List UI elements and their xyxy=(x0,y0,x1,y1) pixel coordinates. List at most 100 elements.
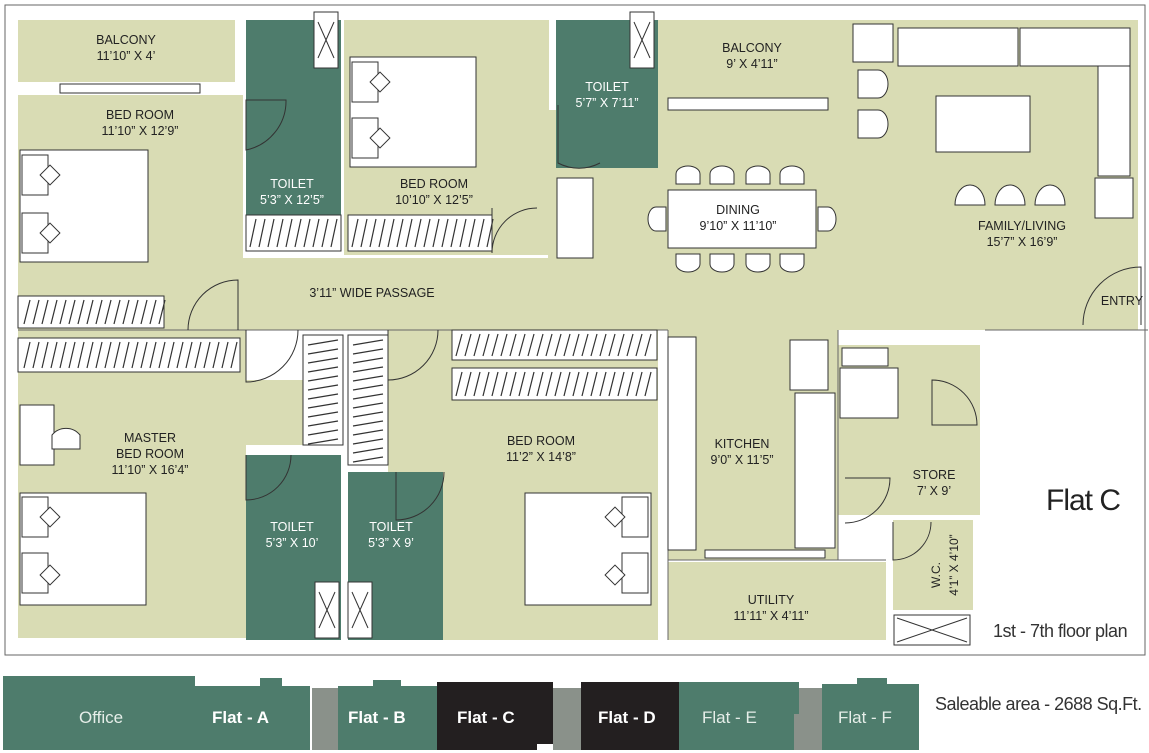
master-name1: MASTER xyxy=(124,431,176,445)
hanger-stroke xyxy=(131,299,139,325)
hanger-stroke xyxy=(68,341,76,369)
hanger-stroke xyxy=(352,393,384,400)
hanger-stroke xyxy=(307,393,339,400)
utility-size: 11’11” X 4’11” xyxy=(733,609,808,623)
hanger-stroke xyxy=(405,218,413,248)
hanger-stroke xyxy=(352,402,384,409)
dining-chair xyxy=(709,253,735,273)
hanger-stroke xyxy=(626,333,634,357)
dining-name: DINING xyxy=(716,203,760,217)
hanger-stroke xyxy=(545,333,553,357)
dining-chair xyxy=(745,165,771,185)
hanger-stroke xyxy=(482,333,490,357)
hanger-stroke xyxy=(23,299,31,325)
hanger-stroke xyxy=(122,299,130,325)
hanger-stroke xyxy=(86,341,94,369)
hanger-stroke xyxy=(95,341,103,369)
hanger-stroke xyxy=(352,366,384,373)
master-name2: BED ROOM xyxy=(116,447,184,461)
hanger-stroke xyxy=(158,341,166,369)
dining-chair xyxy=(779,253,805,273)
hanger-stroke xyxy=(572,371,580,397)
hanger-stroke xyxy=(423,218,431,248)
hanger-stroke xyxy=(307,375,339,382)
hanger-stroke xyxy=(77,341,85,369)
key-label-flat-b: Flat - B xyxy=(348,708,406,727)
store-size: 7’ X 9’ xyxy=(917,484,951,498)
hanger-stroke xyxy=(635,333,643,357)
hanger-stroke xyxy=(352,357,384,364)
balcony1-size: 11’10” X 4’ xyxy=(97,49,156,63)
hanger-stroke xyxy=(352,420,384,427)
hanger-stroke xyxy=(312,218,320,248)
hanger-stroke xyxy=(86,299,94,325)
hanger-stroke xyxy=(482,371,490,397)
hanger-stroke xyxy=(41,299,49,325)
toilet2-name: TOILET xyxy=(585,80,629,94)
hanger-stroke xyxy=(536,371,544,397)
utility-name: UTILITY xyxy=(748,593,795,607)
toilets xyxy=(246,20,658,640)
kitchen-size: 9’0” X 11’5” xyxy=(711,453,774,467)
hanger-stroke xyxy=(441,218,449,248)
toilet4-name: TOILET xyxy=(369,520,413,534)
hanger-stroke xyxy=(59,299,67,325)
hanger-stroke xyxy=(563,371,571,397)
hanger-stroke xyxy=(68,299,76,325)
hanger-stroke xyxy=(285,218,293,248)
hanger-stroke xyxy=(468,218,476,248)
saleable-area: Saleable area - 2688 Sq.Ft. xyxy=(935,694,1142,714)
wardrobes xyxy=(17,214,658,466)
entry-label: ENTRY xyxy=(1101,294,1144,308)
dining-table xyxy=(667,189,817,249)
dining-chair xyxy=(817,206,837,232)
toilet3-size: 5’3” X 10’ xyxy=(266,536,319,550)
hanger-stroke xyxy=(131,341,139,369)
hanger-stroke xyxy=(459,218,467,248)
hanger-stroke xyxy=(230,341,238,369)
key-flat-a xyxy=(195,678,310,750)
hanger-stroke xyxy=(509,371,517,397)
hanger-stroke xyxy=(194,341,202,369)
hanger-stroke xyxy=(249,218,257,248)
hanger-stroke xyxy=(473,333,481,357)
hanger-stroke xyxy=(581,371,589,397)
hanger-stroke xyxy=(149,299,157,325)
toilet2-size: 5’7” X 7’11” xyxy=(576,96,639,110)
hanger-stroke xyxy=(352,429,384,436)
key-flat-f xyxy=(822,678,919,750)
hanger-stroke xyxy=(221,341,229,369)
key-flat-b xyxy=(338,680,437,750)
hanger-stroke xyxy=(267,218,275,248)
dining-chair xyxy=(745,253,771,273)
floor-note: 1st - 7th floor plan xyxy=(993,621,1128,641)
hanger-stroke xyxy=(644,371,652,397)
hanger-stroke xyxy=(599,333,607,357)
hanger-stroke xyxy=(608,371,616,397)
hanger-stroke xyxy=(369,218,377,248)
bed2-name: BED ROOM xyxy=(400,177,468,191)
room-labels: BALCONY 11’10” X 4’ BED ROOM 11’10” X 12… xyxy=(96,33,1144,623)
hanger-stroke xyxy=(644,333,652,357)
store-name: STORE xyxy=(913,468,956,482)
passage-label: 3’11” WIDE PASSAGE xyxy=(309,286,434,300)
hanger-stroke xyxy=(32,299,40,325)
hanger-stroke xyxy=(330,218,338,248)
key-label-flat-a: Flat - A xyxy=(212,708,269,727)
hanger-stroke xyxy=(500,333,508,357)
hanger-stroke xyxy=(32,341,40,369)
hanger-stroke xyxy=(307,411,339,418)
hanger-stroke xyxy=(473,371,481,397)
living-size: 15’7” X 16’9” xyxy=(987,235,1058,249)
hanger-stroke xyxy=(518,333,526,357)
hanger-stroke xyxy=(140,299,148,325)
hanger-stroke xyxy=(140,341,148,369)
hanger-stroke xyxy=(95,299,103,325)
dining-size: 9’10” X 11’10” xyxy=(700,219,777,233)
dining-chairs xyxy=(647,165,837,273)
bed3-size: 11’2” X 14’8” xyxy=(506,450,576,464)
hanger-stroke xyxy=(321,218,329,248)
hanger-stroke xyxy=(104,299,112,325)
hanger-stroke xyxy=(608,333,616,357)
hanger-stroke xyxy=(167,341,175,369)
